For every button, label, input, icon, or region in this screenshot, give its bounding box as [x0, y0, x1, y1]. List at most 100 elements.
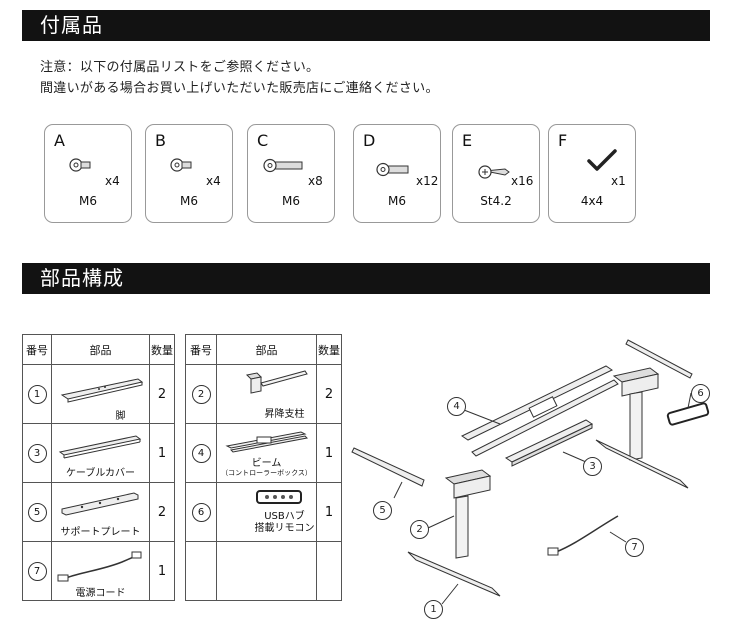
- part-qty: 2: [316, 364, 342, 424]
- parts-table-left: 番号 部品 数量 1 脚 2 3 ケーブルカバー 1 5: [22, 334, 175, 601]
- part-name: 電源コード: [75, 588, 126, 599]
- leader-line: [609, 531, 627, 543]
- leader-line: [463, 409, 501, 425]
- part-number-badge: 2: [191, 384, 211, 404]
- diagram-callout-6: 6: [691, 384, 710, 403]
- part-qty: 2: [149, 364, 175, 424]
- cable-cover-icon: [58, 435, 142, 459]
- table-row: 1 脚 2: [22, 364, 175, 424]
- right-column-motor: [621, 373, 659, 397]
- header-number: 番号: [22, 334, 52, 365]
- part-name-line-2: 搭載リモコン: [254, 523, 315, 534]
- leader-line: [687, 392, 692, 409]
- part-number-badge: 5: [27, 502, 47, 522]
- accessory-card-d: D x12 M6: [353, 124, 441, 223]
- right-foot-shape: [595, 439, 689, 489]
- medium-bolt-icon: [376, 162, 409, 177]
- part-name: ビーム: [251, 458, 282, 469]
- accessory-letter: E: [462, 131, 473, 150]
- parts-table-right: 番号 部品 数量 2 昇降支柱 2 4 ビーム （コントローラーボックス） 1: [185, 334, 342, 601]
- part-name-line-1: USBハブ: [264, 511, 305, 522]
- table-row-empty: [185, 541, 342, 601]
- part-name: 脚: [115, 411, 126, 422]
- diagram-callout-2: 2: [410, 520, 429, 539]
- diagram-callout-5: 5: [373, 501, 392, 520]
- wood-screw-icon: [478, 165, 510, 179]
- left-column-shaft: [455, 495, 469, 559]
- accessory-letter: D: [363, 131, 376, 150]
- accessory-card-a: A x4 M6: [44, 124, 132, 223]
- accessory-card-f: F x1 4x4: [548, 124, 636, 223]
- part-name: サポートプレート: [60, 527, 141, 538]
- header-qty: 数量: [149, 334, 175, 365]
- accessory-size: M6: [388, 194, 406, 208]
- accessory-card-c: C x8 M6: [247, 124, 335, 223]
- accessory-size: M6: [79, 194, 97, 208]
- part-number-badge: 3: [27, 443, 47, 463]
- part-qty: 2: [149, 482, 175, 542]
- part-qty: 1: [149, 541, 175, 601]
- accessory-size: 4x4: [580, 194, 604, 208]
- accessory-card-e: E x16 St4.2: [452, 124, 540, 223]
- diagram-callout-4: 4: [447, 397, 466, 416]
- table-row: 7 電源コード 1: [22, 541, 175, 601]
- leader-line: [393, 481, 403, 499]
- part-qty: 1: [316, 482, 342, 542]
- table-row: 5 サポートプレート 2: [22, 482, 175, 542]
- right-column-shaft: [629, 391, 643, 461]
- accessory-letter: F: [558, 131, 568, 150]
- header-part: 部品: [216, 334, 317, 365]
- accessory-size: M6: [180, 194, 198, 208]
- parts-section-header: 部品構成: [22, 263, 710, 294]
- accessory-letter: A: [54, 131, 65, 150]
- left-foot-shape: [407, 551, 501, 597]
- header-qty: 数量: [316, 334, 342, 365]
- diagram-callout-3: 3: [583, 457, 602, 476]
- part-number-badge: 4: [191, 443, 211, 463]
- beam-shape-back: [471, 379, 619, 457]
- accessory-letter: C: [257, 131, 269, 150]
- diagram-callout-7: 7: [625, 538, 644, 557]
- leg-foot-icon: [60, 378, 144, 403]
- leader-line: [427, 515, 455, 529]
- right-support-plate-shape: [625, 339, 693, 379]
- accessory-letter: B: [155, 131, 166, 150]
- part-qty: 1: [149, 423, 175, 483]
- remote-shape: [666, 402, 710, 426]
- accessory-qty: x1: [611, 174, 626, 188]
- short-bolt-icon: [69, 158, 91, 172]
- desk-frame-exploded-diagram: [351, 339, 710, 605]
- part-name: ケーブルカバー: [65, 468, 136, 479]
- accessory-size: St4.2: [480, 194, 512, 208]
- accessory-qty: x8: [308, 174, 323, 188]
- table-row: 4 ビーム （コントローラーボックス） 1: [185, 423, 342, 483]
- power-cord-shape: [555, 515, 619, 553]
- long-bolt-icon: [263, 158, 303, 173]
- power-cord-icon: [57, 551, 142, 582]
- table-row: 2 昇降支柱 2: [185, 364, 342, 424]
- short-bolt-icon: [170, 158, 192, 172]
- left-support-plate-shape: [351, 447, 425, 487]
- accessory-qty: x16: [511, 174, 534, 188]
- support-plate-icon: [61, 492, 139, 516]
- part-subname: （コントローラーボックス）: [221, 469, 312, 477]
- table-row: 6 USBハブ 搭載リモコン 1: [185, 482, 342, 542]
- left-column-motor: [453, 475, 491, 499]
- diagram-callout-1: 1: [424, 600, 443, 619]
- remote-controller-icon: [256, 490, 302, 504]
- table-row: 3 ケーブルカバー 1: [22, 423, 175, 483]
- header-part: 部品: [51, 334, 150, 365]
- controller-box-shape: [528, 396, 558, 418]
- part-number-badge: 7: [27, 561, 47, 581]
- part-number-badge: 6: [191, 502, 211, 522]
- part-number-badge: 1: [27, 384, 47, 404]
- lifting-column-icon: [245, 370, 308, 394]
- accessory-qty: x12: [416, 174, 439, 188]
- accessory-qty: x4: [105, 174, 120, 188]
- note-line-2: 間違いがある場合お買い上げいただいた販売店にご連絡ください。: [40, 81, 439, 96]
- header-number: 番号: [185, 334, 217, 365]
- cable-cover-edge: [511, 423, 593, 467]
- power-plug-shape: [547, 547, 559, 556]
- accessory-size: M6: [282, 194, 300, 208]
- hex-key-icon: [587, 149, 617, 171]
